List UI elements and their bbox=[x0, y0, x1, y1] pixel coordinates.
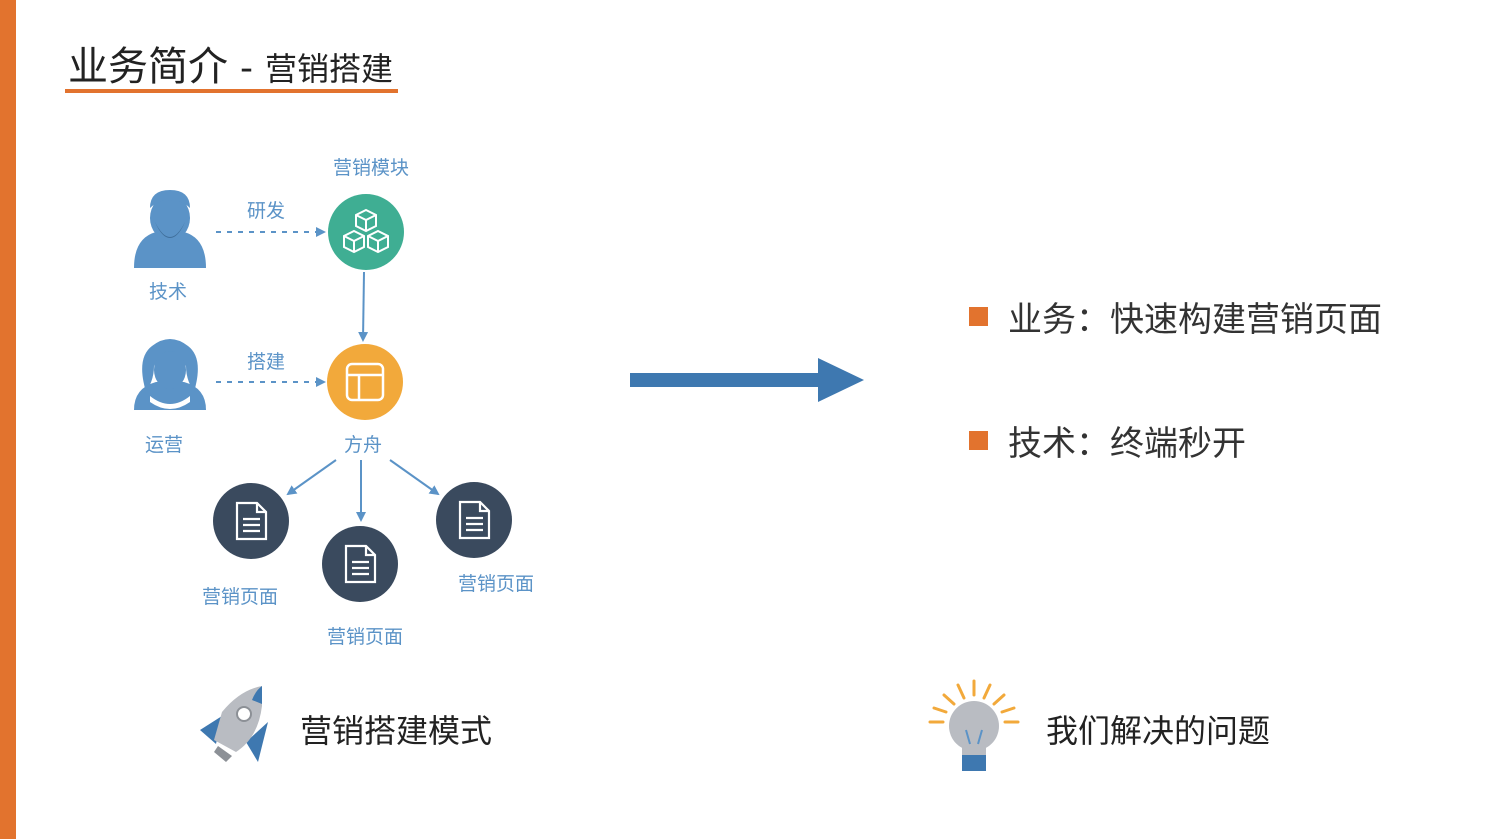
point-tech: 技术： 终端秒开 bbox=[969, 416, 1246, 465]
edge-module-to-arc bbox=[358, 271, 369, 342]
edge-arc-to-page-3 bbox=[389, 459, 440, 496]
document-icon bbox=[344, 544, 377, 584]
lightbulb-icon bbox=[928, 679, 1020, 771]
ops-label: 运营 bbox=[144, 434, 184, 456]
edge-arc-to-page-1 bbox=[286, 459, 337, 496]
point-label: 技术： bbox=[1008, 424, 1110, 464]
title-separator: - bbox=[240, 48, 253, 89]
page-node-2 bbox=[322, 526, 398, 602]
document-icon bbox=[458, 500, 491, 540]
page-label-2: 营销页面 bbox=[326, 626, 404, 648]
point-text: 快速构建营销页面 bbox=[1110, 300, 1382, 340]
point-business: 业务： 快速构建营销页面 bbox=[969, 292, 1382, 341]
operator-person-icon bbox=[134, 339, 206, 410]
module-node bbox=[328, 194, 404, 270]
arc-node bbox=[327, 344, 403, 420]
footer-left-text: 营销搭建模式 bbox=[300, 712, 493, 750]
cubes-icon bbox=[343, 208, 389, 254]
point-label: 业务： bbox=[1008, 300, 1110, 340]
module-label: 营销模块 bbox=[332, 157, 410, 179]
page-title: 业务简介-营销搭建 bbox=[68, 34, 393, 92]
left-accent-bar bbox=[0, 0, 16, 839]
big-right-arrow bbox=[630, 358, 864, 402]
rocket-icon bbox=[200, 686, 268, 762]
title-underline bbox=[65, 89, 398, 93]
page-label-1: 营销页面 bbox=[201, 586, 279, 608]
arc-label: 方舟 bbox=[343, 434, 383, 456]
title-sub: 营销搭建 bbox=[265, 50, 394, 88]
document-icon bbox=[235, 501, 268, 541]
page-node-1 bbox=[213, 483, 289, 559]
build-edge-label: 搭建 bbox=[246, 351, 286, 373]
page-node-3 bbox=[436, 482, 512, 558]
bullet-square bbox=[969, 307, 988, 326]
point-text: 终端秒开 bbox=[1110, 424, 1246, 464]
page-label-3: 营销页面 bbox=[457, 573, 535, 595]
dev-edge-label: 研发 bbox=[246, 200, 286, 222]
tech-label: 技术 bbox=[148, 281, 188, 303]
layout-icon bbox=[345, 362, 385, 402]
bullet-square bbox=[969, 431, 988, 450]
footer-right-text: 我们解决的问题 bbox=[1046, 712, 1271, 750]
title-main: 业务简介 bbox=[68, 44, 228, 90]
developer-person-icon bbox=[134, 190, 206, 268]
